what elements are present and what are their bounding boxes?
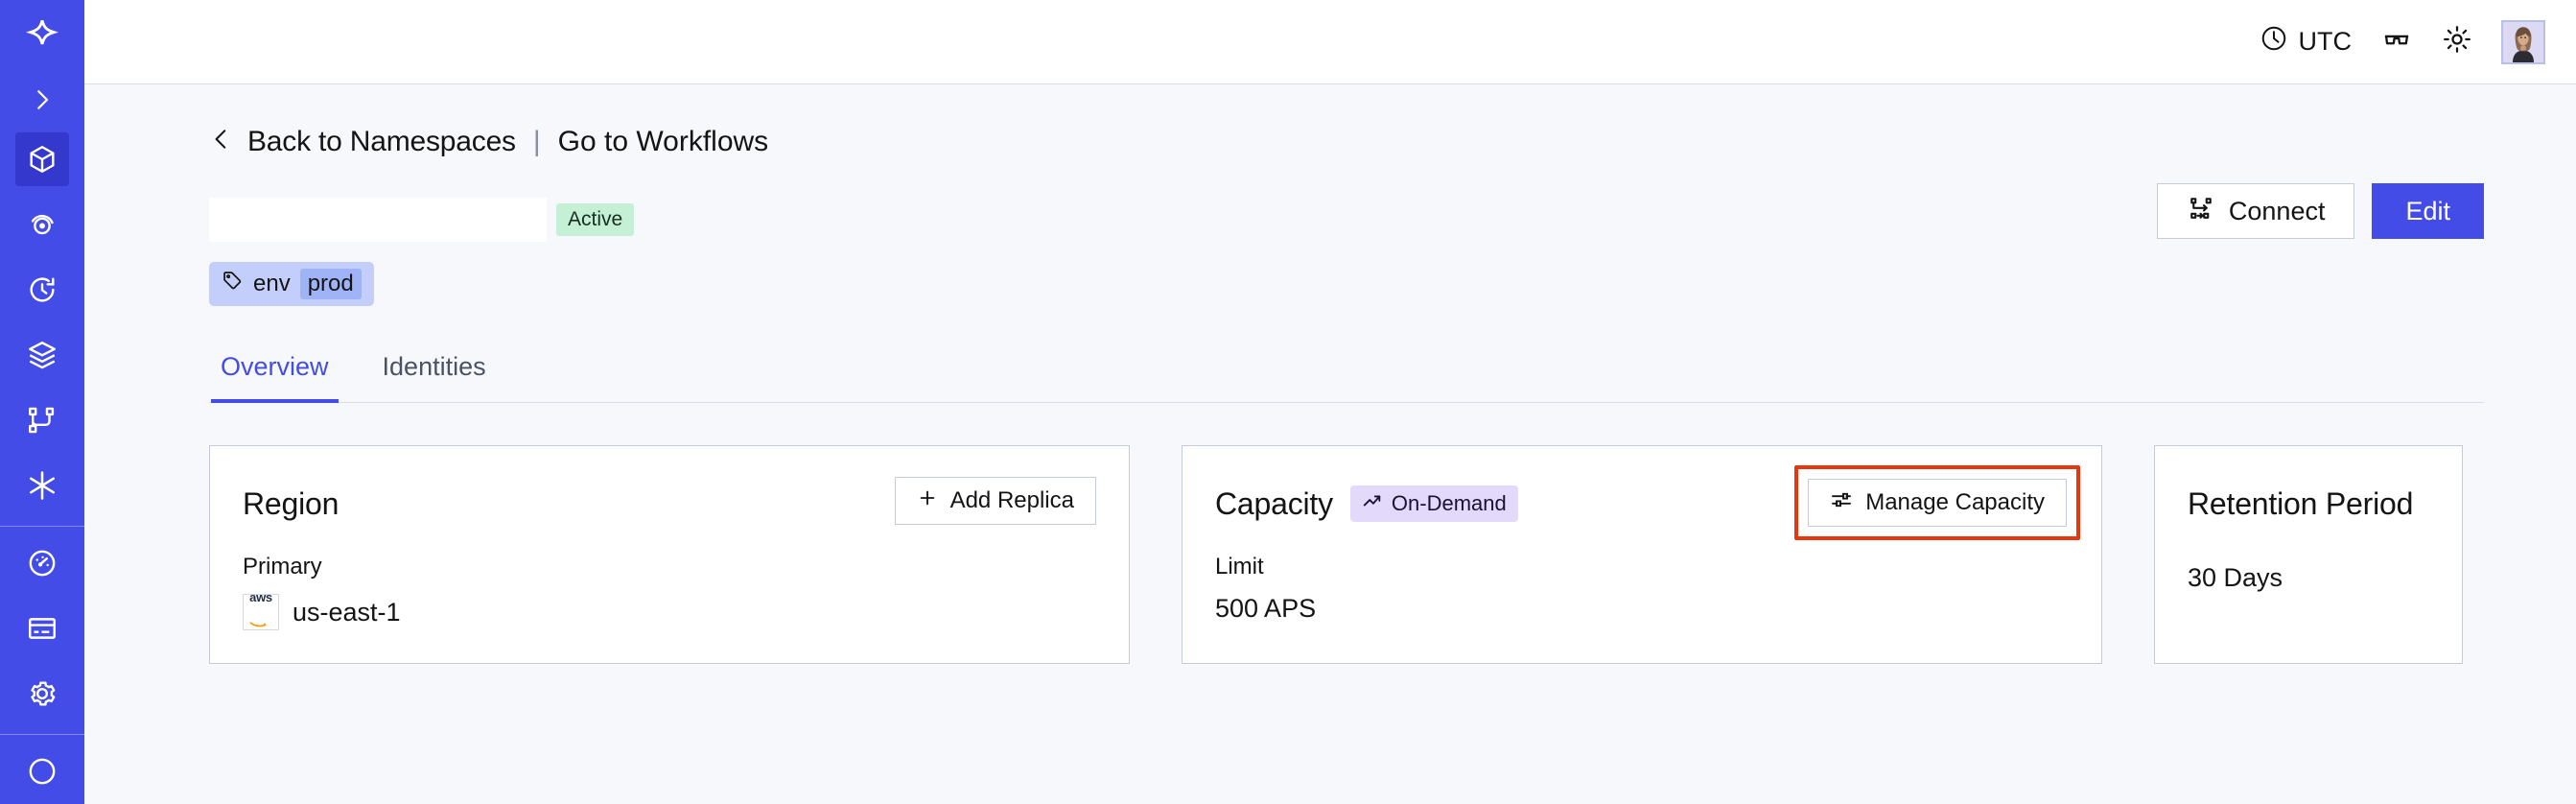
breadcrumb: Back to Namespaces | Go to Workflows bbox=[209, 125, 2484, 158]
capacity-mode-label: On-Demand bbox=[1391, 491, 1507, 515]
gear-icon bbox=[26, 677, 59, 710]
avatar[interactable] bbox=[2501, 19, 2545, 64]
aws-logo-icon: aws bbox=[243, 591, 279, 630]
breadcrumb-divider: | bbox=[532, 125, 541, 157]
sidebar-item-billing[interactable] bbox=[15, 602, 69, 655]
plus-icon bbox=[917, 487, 938, 515]
region-value-row: aws us-east-1 bbox=[243, 591, 1096, 630]
manage-capacity-highlight: Manage Capacity bbox=[1794, 465, 2080, 540]
help-circle-icon bbox=[26, 755, 59, 788]
tab-identities[interactable]: Identities bbox=[382, 352, 486, 381]
layers-icon bbox=[26, 339, 59, 371]
capacity-card: Capacity On-Demand bbox=[1182, 445, 2102, 664]
retention-card: Retention Period 30 Days bbox=[2154, 445, 2463, 664]
cube-icon bbox=[26, 143, 59, 176]
capacity-limit-label: Limit bbox=[1215, 554, 1264, 579]
sidebar-secondary-group bbox=[0, 531, 84, 726]
region-card-header: Region bbox=[243, 479, 1096, 529]
sliders-icon bbox=[1830, 488, 1853, 518]
timezone-selector[interactable]: UTC bbox=[2260, 24, 2353, 59]
main-content: Back to Namespaces | Go to Workflows Act… bbox=[84, 84, 2576, 804]
capacity-limit-value: 500 APS bbox=[1215, 594, 1317, 623]
asterisk-icon bbox=[25, 468, 59, 503]
app-logo[interactable] bbox=[0, 0, 84, 72]
chevron-right-icon bbox=[28, 85, 57, 114]
topbar: UTC bbox=[84, 0, 2576, 84]
tag-key: env bbox=[253, 271, 291, 296]
clock-rewind-icon bbox=[26, 273, 59, 306]
user-avatar-image bbox=[2503, 21, 2543, 62]
sidebar-item-history[interactable] bbox=[15, 263, 69, 317]
connect-button[interactable]: Connect bbox=[2156, 183, 2355, 239]
tag-env[interactable]: env prod bbox=[209, 262, 374, 306]
capacity-card-title: Capacity bbox=[1215, 485, 1333, 521]
region-card: Region Add Replica Primary bbox=[209, 445, 1130, 664]
manage-capacity-button[interactable]: Manage Capacity bbox=[1808, 479, 2067, 527]
workflow-branch-icon bbox=[26, 404, 59, 437]
retention-value: 30 Days bbox=[2188, 563, 2283, 592]
capacity-card-header: Capacity On-Demand bbox=[1215, 479, 2069, 529]
back-label: Back to Namespaces bbox=[247, 125, 516, 157]
tag-value: prod bbox=[299, 269, 362, 299]
credit-card-icon bbox=[26, 612, 59, 645]
tab-overview[interactable]: Overview bbox=[211, 346, 339, 403]
capacity-mode-badge: On-Demand bbox=[1349, 485, 1518, 522]
go-to-workflows-link[interactable]: Go to Workflows bbox=[557, 125, 769, 157]
sidebar-item-observability[interactable] bbox=[15, 198, 69, 251]
region-value: us-east-1 bbox=[293, 597, 401, 627]
namespace-tags: env prod bbox=[209, 262, 2484, 306]
connect-flow-icon bbox=[2187, 194, 2215, 229]
region-primary-label: Primary bbox=[243, 554, 322, 579]
sidebar-item-nexus[interactable] bbox=[15, 459, 69, 512]
sidebar-bottom-group bbox=[0, 739, 84, 804]
sidebar-item-workflows[interactable] bbox=[15, 393, 69, 447]
content-area: UTC bbox=[84, 0, 2576, 804]
trending-up-icon bbox=[1362, 490, 1383, 517]
tag-icon bbox=[222, 270, 244, 298]
back-to-namespaces-link[interactable]: Back to Namespaces bbox=[209, 125, 516, 158]
namespace-name bbox=[209, 198, 547, 242]
status-badge: Active bbox=[556, 203, 635, 236]
sidebar-expand-button[interactable] bbox=[0, 72, 84, 127]
sidebar-item-usage[interactable] bbox=[15, 536, 69, 590]
region-card-title: Region bbox=[243, 485, 340, 521]
sidebar-item-settings[interactable] bbox=[15, 667, 69, 721]
sidebar-item-layers[interactable] bbox=[15, 328, 69, 382]
sidebar bbox=[0, 0, 84, 804]
manage-capacity-label: Manage Capacity bbox=[1865, 489, 2045, 515]
sidebar-item-namespaces[interactable] bbox=[15, 132, 69, 187]
glasses-icon bbox=[2380, 23, 2413, 60]
eye-target-icon bbox=[26, 208, 59, 241]
namespace-title-row: Active bbox=[209, 183, 2484, 245]
sidebar-divider-2 bbox=[0, 734, 84, 736]
connect-label: Connect bbox=[2228, 196, 2326, 225]
tab-bar: Overview Identities bbox=[209, 346, 2484, 403]
edit-button[interactable]: Edit bbox=[2372, 183, 2484, 239]
sun-icon bbox=[2442, 24, 2472, 59]
retention-card-title: Retention Period bbox=[2188, 485, 2414, 521]
sidebar-primary-group bbox=[0, 127, 84, 518]
chevron-left-icon bbox=[209, 125, 234, 158]
timezone-label: UTC bbox=[2298, 27, 2353, 56]
header-actions: Connect Edit bbox=[2156, 183, 2484, 239]
add-replica-label: Add Replica bbox=[949, 487, 1074, 513]
temporal-logo-icon bbox=[22, 16, 62, 57]
region-card-action: Add Replica bbox=[894, 477, 1096, 525]
sidebar-item-help[interactable] bbox=[15, 745, 69, 798]
overview-cards: Region Add Replica Primary bbox=[209, 445, 2484, 664]
gauge-icon bbox=[26, 547, 59, 579]
clock-icon bbox=[2260, 24, 2288, 59]
sidebar-divider-1 bbox=[0, 526, 84, 528]
add-replica-button[interactable]: Add Replica bbox=[894, 477, 1096, 525]
theme-toggle-button[interactable] bbox=[2442, 24, 2472, 59]
edit-label: Edit bbox=[2405, 196, 2450, 225]
retention-card-header: Retention Period bbox=[2188, 479, 2429, 529]
reader-mode-button[interactable] bbox=[2380, 23, 2413, 60]
